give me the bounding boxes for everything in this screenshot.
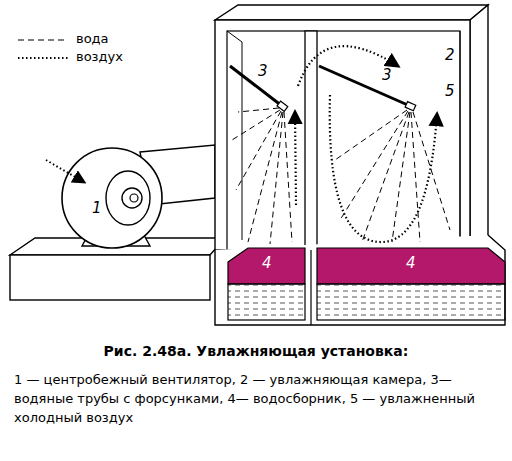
fan-hub bbox=[122, 188, 142, 208]
nozzle bbox=[405, 102, 416, 111]
water-hatch-area bbox=[228, 284, 305, 320]
chamber-opening bbox=[227, 31, 460, 250]
chamber-front bbox=[215, 20, 470, 250]
callout-number: 2 bbox=[443, 48, 457, 63]
air-path bbox=[298, 46, 398, 86]
air-flow bbox=[295, 46, 437, 242]
air-path bbox=[295, 112, 296, 205]
callout-number: 1 bbox=[90, 201, 104, 216]
basin-body bbox=[215, 235, 505, 325]
callout-number: 3 bbox=[256, 64, 270, 79]
water-collector-pool bbox=[228, 248, 305, 284]
depth-line bbox=[460, 31, 461, 240]
spray-line bbox=[236, 111, 281, 190]
spray-line bbox=[362, 112, 409, 242]
callout-number: 3 bbox=[380, 68, 394, 83]
legend-text: воздух bbox=[74, 49, 125, 65]
chamber-side bbox=[470, 5, 488, 250]
fan-base-front bbox=[10, 255, 210, 300]
figure-title: Рис. 2.48а. Увлажняющая установка: bbox=[0, 343, 512, 359]
spray-line bbox=[284, 112, 292, 242]
figure-caption: 1 — центробежный вентилятор, 2 — увлажня… bbox=[14, 370, 498, 427]
chamber-partition bbox=[305, 31, 317, 250]
depth-line bbox=[242, 42, 243, 240]
spray-line bbox=[270, 112, 283, 244]
legend-text: вода bbox=[74, 31, 111, 47]
legend-sample bbox=[18, 57, 68, 59]
callout-number: 4 bbox=[260, 256, 274, 271]
air-path bbox=[330, 95, 437, 242]
callout-number: 4 bbox=[404, 256, 418, 271]
spray-line bbox=[238, 108, 279, 112]
spray-line bbox=[335, 110, 407, 160]
fan-motor bbox=[106, 171, 150, 225]
nozzle bbox=[277, 101, 288, 111]
fan-housing bbox=[62, 148, 162, 248]
legend-sample bbox=[18, 39, 68, 40]
water-collector-pool bbox=[317, 248, 505, 284]
spray-line bbox=[392, 112, 410, 242]
depth-line bbox=[227, 31, 242, 42]
water-hatch-area bbox=[317, 284, 505, 320]
water-pipe bbox=[319, 66, 410, 106]
basin-divider bbox=[310, 250, 311, 325]
spray-line bbox=[232, 110, 280, 140]
chamber-top bbox=[215, 5, 488, 20]
air-intake-arrow bbox=[46, 160, 84, 182]
fan-shaft bbox=[130, 194, 138, 202]
callout-number: 5 bbox=[443, 84, 457, 99]
water-spray bbox=[232, 108, 450, 244]
